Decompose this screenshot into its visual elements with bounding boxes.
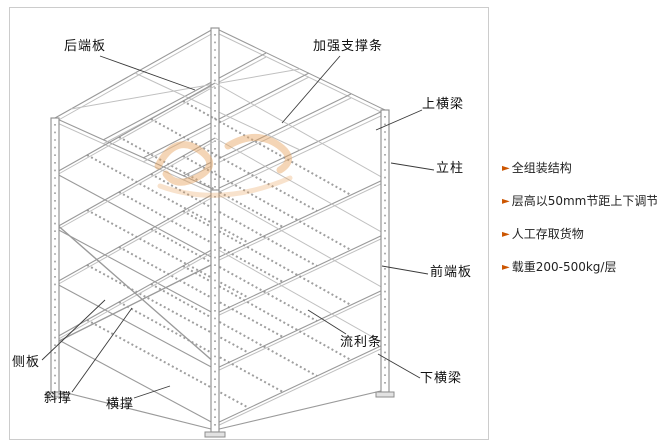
side-braces — [54, 222, 216, 364]
right-post — [375, 109, 395, 398]
label-side-plate: 侧板 — [12, 355, 41, 370]
label-upright-column: 立柱 — [436, 161, 465, 176]
feature-text: 人工存取货物 — [511, 227, 584, 241]
front-post — [204, 189, 226, 438]
leader-lines — [41, 55, 435, 399]
label-front-end-plate: 前端板 — [430, 265, 473, 280]
bullet-arrow-icon: ► — [502, 196, 510, 207]
rack-isometric-drawing — [41, 27, 435, 438]
left-post — [45, 117, 65, 398]
shelf-level-3 — [54, 192, 386, 373]
feature-text: 层高以50mm节距上下调节 — [511, 194, 657, 208]
bullet-arrow-icon: ► — [502, 229, 510, 240]
label-upper-beam: 上横梁 — [422, 97, 465, 112]
watermark — [154, 134, 293, 198]
label-horizontal-brace: 横撑 — [106, 397, 135, 412]
feature-item: ►全组装结构 — [502, 161, 572, 176]
feature-text: 载重200-500kg/层 — [511, 260, 617, 274]
bullet-arrow-icon: ► — [502, 163, 510, 174]
bottom-stringers — [54, 389, 386, 431]
feature-item: ►载重200-500kg/层 — [502, 260, 616, 275]
label-reinforce-strip: 加强支撑条 — [313, 39, 384, 54]
bullet-arrow-icon: ► — [502, 262, 510, 273]
feature-text: 全组装结构 — [511, 161, 572, 175]
label-lower-beam: 下横梁 — [420, 371, 463, 386]
feature-item: ►人工存取货物 — [502, 227, 584, 242]
diagram-panel — [9, 7, 489, 440]
shelf-level-1 — [54, 82, 386, 263]
feature-item: ►层高以50mm节距上下调节 — [502, 194, 657, 209]
label-diagonal-brace: 斜撑 — [44, 391, 73, 406]
label-flow-rail: 流利条 — [340, 335, 383, 350]
label-rear-end-plate: 后端板 — [64, 39, 107, 54]
